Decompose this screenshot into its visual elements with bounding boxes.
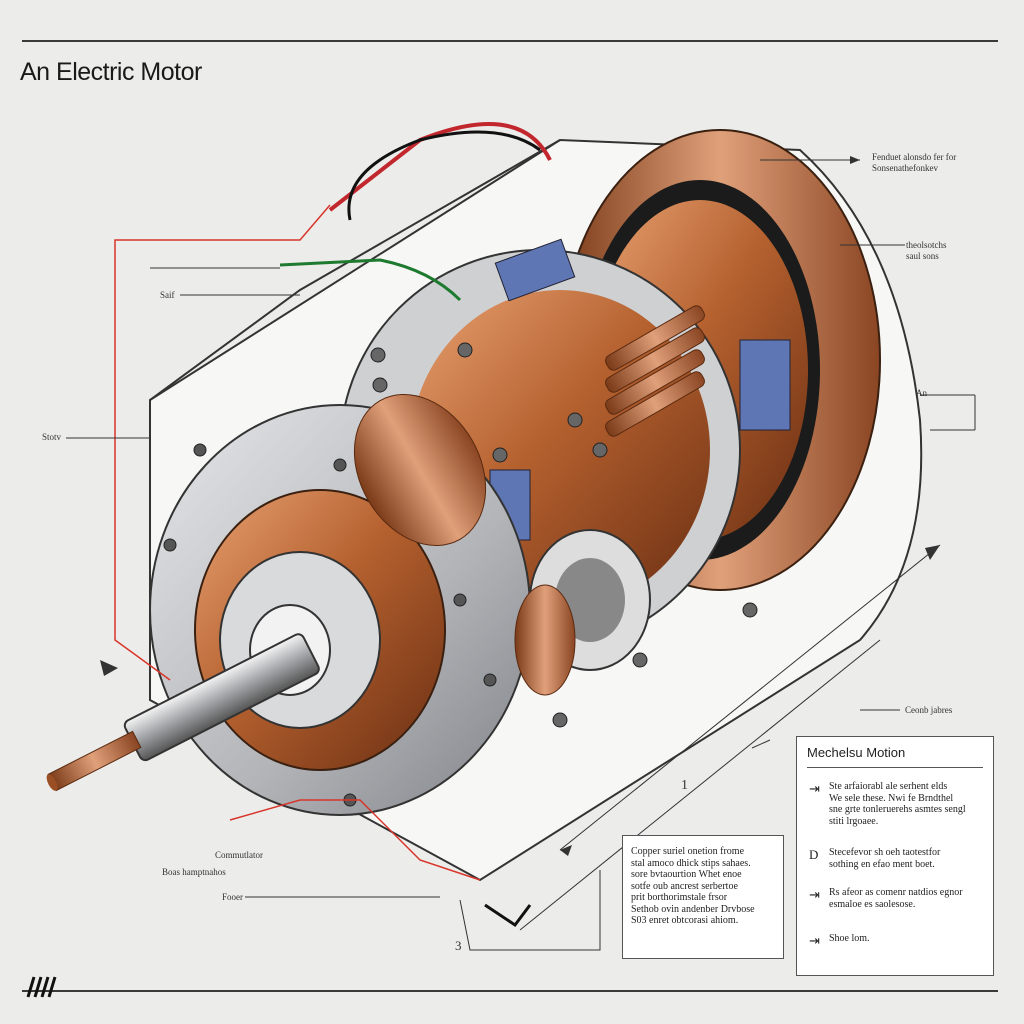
front-winding [353, 394, 487, 546]
top-rule [22, 40, 998, 42]
lamination-b [739, 339, 791, 431]
label-fooer: Fooer [222, 892, 243, 902]
bottom-rule [22, 990, 998, 992]
bullet-icon: D [809, 847, 819, 862]
label-number-1: 1 [681, 778, 688, 793]
label-commutator: Commutlator [215, 850, 263, 860]
copper-info-line: sore bvtaourtion Whet enoe [631, 869, 742, 880]
copper-info-line: Sethob ovin andenber Drvbose [631, 903, 755, 915]
mechanical-motion-item-text: Ste arfaiorabl ale serhent elds We sele … [829, 781, 966, 827]
mechanical-motion-item: ⇥ Shoe lom. [809, 933, 985, 948]
logo-icon [26, 976, 57, 998]
label-shaft: Saif [160, 290, 175, 300]
label-bottom-right: Ceonb jabres [905, 705, 953, 715]
copper-info-line: sotfe oub ancrest serbertoe [631, 880, 738, 892]
bullet-icon: ⇥ [809, 887, 820, 902]
winding-fins [605, 305, 705, 437]
shaft [46, 633, 320, 792]
heading-divider [807, 767, 983, 768]
mechanical-motion-item-text: Stecefevor sh oeh taotestfor sothing en … [829, 847, 941, 870]
mechanical-motion-item: ⇥ Ste arfaiorabl ale serhent elds We sele… [809, 781, 985, 827]
label-top-right-1: Fenduet alonsdo fer for Sonsenathefonkev [872, 152, 957, 173]
copper-info-line: prit borthorimstale frsor [631, 892, 728, 903]
page-title: An Electric Motor [20, 58, 202, 86]
mechanical-motion-item: D Stecefevor sh oeh taotestfor sothing en… [809, 847, 985, 870]
mechanical-motion-heading: Mechelsu Motion [807, 745, 906, 760]
red-callout-line [114, 204, 331, 681]
lower-winding [514, 584, 576, 696]
label-top-right-2: theolsotchs saul sons [906, 240, 947, 261]
mechanical-motion-box: Mechelsu Motion ⇥ Ste arfaiorabl ale serh… [796, 736, 994, 976]
copper-info-line: S03 enret obtcorasi ahiom. [631, 915, 739, 926]
mechanical-motion-item-text: Shoe lom. [829, 933, 870, 944]
label-brush: Boas hamptnahos [162, 867, 226, 877]
green-wire [279, 258, 462, 302]
label-stator: Stotv [42, 432, 62, 442]
lamination-a [494, 238, 576, 302]
mechanical-motion-item-text: Rs afeor as comenr natdios egnor esmaloe… [829, 887, 963, 910]
bullet-icon: ⇥ [809, 933, 820, 948]
copper-info-line: Copper suriel onetion frome [631, 846, 745, 857]
label-number-3: 3 [455, 938, 462, 953]
copper-info-line: stal amoco dhick stips sahaes. [631, 857, 751, 869]
label-an: An [916, 388, 927, 398]
red-callout-line-2 [229, 799, 481, 881]
black-wire [347, 130, 541, 221]
tick-mark [484, 903, 532, 928]
housing-top-edge [149, 139, 561, 401]
mechanical-motion-item: ⇥ Rs afeor as comenr natdios egnor esmalo… [809, 887, 985, 910]
bullet-icon: ⇥ [809, 781, 820, 796]
